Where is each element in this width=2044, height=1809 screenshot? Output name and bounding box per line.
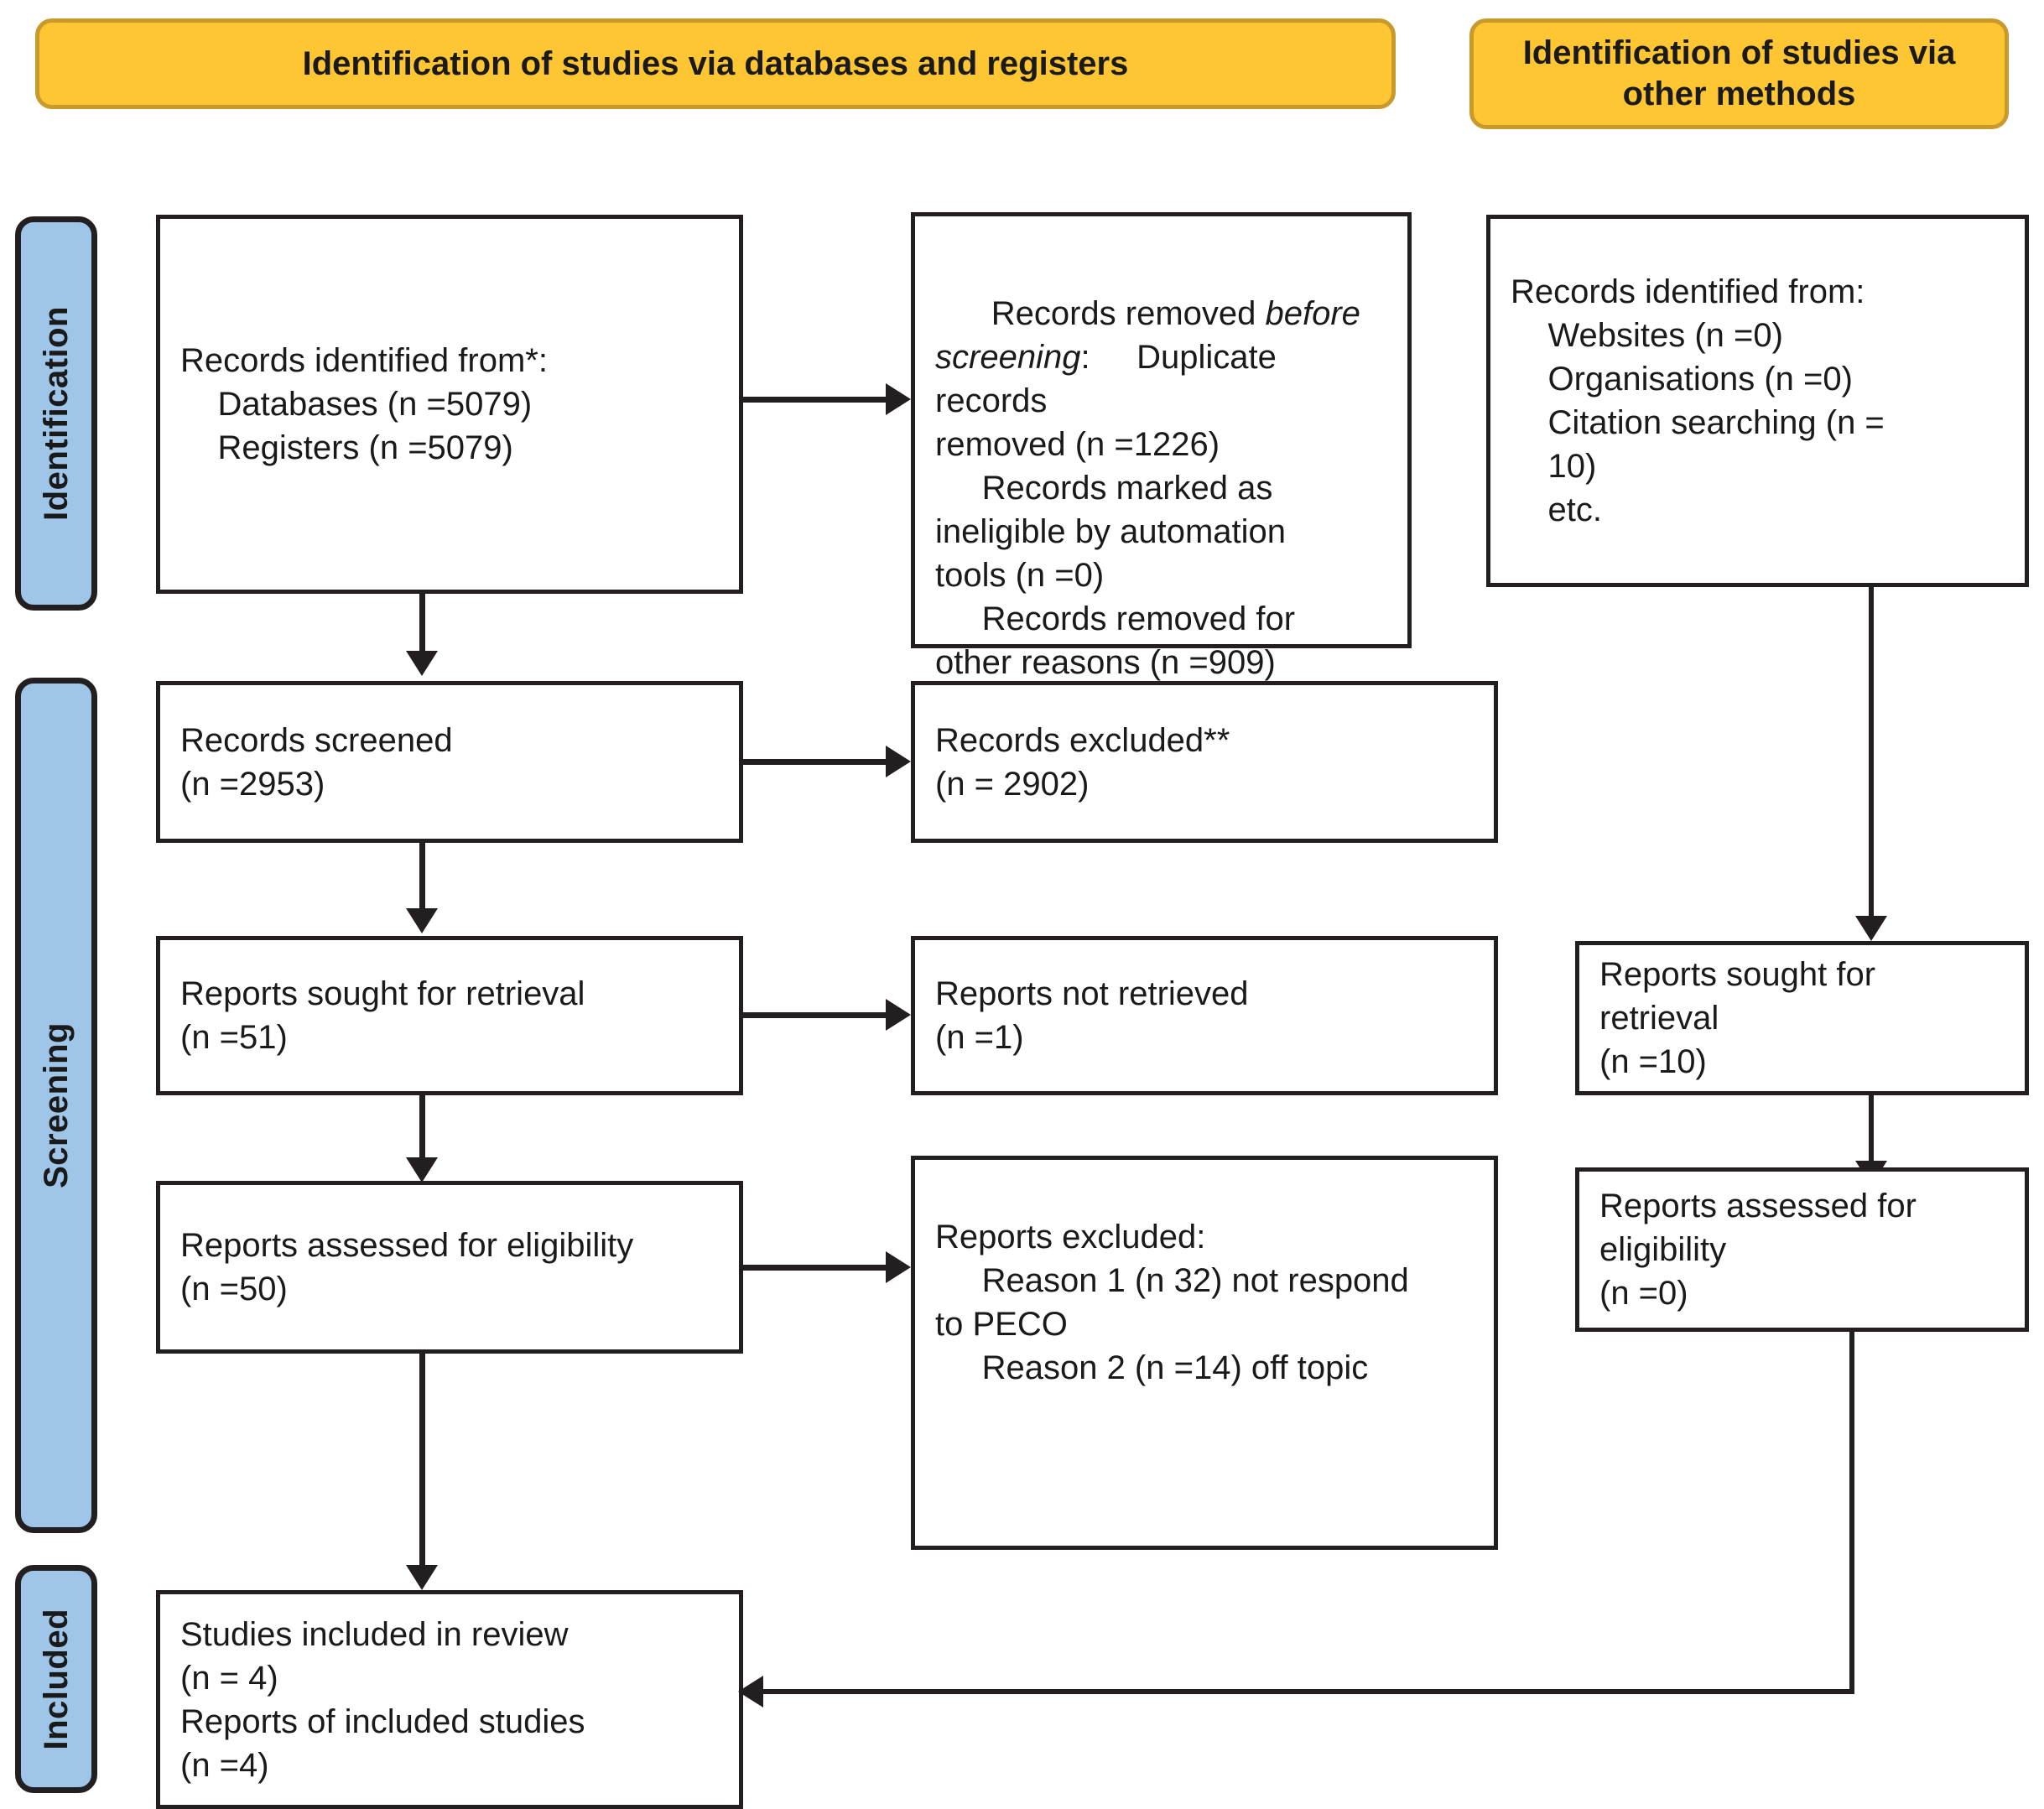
connector-sought-to-assessed-line — [419, 1095, 425, 1159]
connector-assessed-to-included-arrowhead — [406, 1565, 438, 1590]
stage-band-identification: Identification — [15, 216, 97, 611]
box-reports-assessed-text: Reports assessed for eligibility (n =50) — [180, 1227, 634, 1307]
connector-identified-to-removed-arrowhead — [886, 383, 911, 415]
box-records-screened: Records screened (n =2953) — [156, 681, 743, 843]
connector-identified-to-screened-line — [419, 594, 425, 652]
connector-other-assessed-to-included-vertical — [1849, 1332, 1854, 1694]
stage-band-screening-label: Screening — [37, 1022, 75, 1188]
box-records-screened-text: Records screened (n =2953) — [180, 721, 453, 803]
box-records-excluded-text: Records excluded** (n = 2902) — [935, 721, 1230, 803]
box-records-removed-title-post: : — [1080, 339, 1090, 376]
box-reports-not-retrieved: Reports not retrieved (n =1) — [911, 936, 1498, 1095]
connector-screened-to-excluded-line — [743, 759, 887, 765]
connector-screened-to-excluded-arrowhead — [886, 746, 911, 777]
connector-assessed-to-excluded-line — [743, 1265, 887, 1271]
connector-identified-to-removed-line — [743, 397, 887, 403]
box-reports-assessed-other: Reports assessed for eligibility (n =0) — [1575, 1167, 2029, 1332]
stage-band-included-label: Included — [37, 1608, 75, 1750]
box-reports-sought-other: Reports sought for retrieval (n =10) — [1575, 941, 2029, 1095]
stage-band-identification-label: Identification — [37, 306, 75, 521]
banner-other-methods-label: Identification of studies via other meth… — [1522, 34, 1956, 112]
box-reports-excluded: Reports excluded: Reason 1 (n 32) not re… — [911, 1156, 1498, 1550]
banner-databases-registers-label: Identification of studies via databases … — [302, 44, 1129, 82]
box-studies-included-text: Studies included in review (n = 4) Repor… — [180, 1615, 585, 1784]
box-reports-sought-text: Reports sought for retrieval (n =51) — [180, 975, 585, 1056]
connector-assessed-to-included-line — [419, 1354, 425, 1568]
connector-screened-to-sought-line — [419, 843, 425, 910]
box-records-removed-title-italic: before screening — [935, 295, 1360, 376]
connector-sought-to-assessed-arrowhead — [406, 1157, 438, 1183]
connector-other-identified-to-sought-line — [1869, 587, 1874, 919]
connector-other-sought-to-assessed-line — [1869, 1095, 1874, 1162]
box-records-identified-other-text: Records identified from: Websites (n =0)… — [1511, 273, 1885, 528]
banner-databases-registers: Identification of studies via databases … — [35, 18, 1396, 109]
connector-other-assessed-to-included-arrowhead — [738, 1676, 763, 1708]
connector-sought-to-not-retrieved-line — [743, 1012, 887, 1018]
box-records-identified: Records identified from*: Databases (n =… — [156, 215, 743, 594]
connector-identified-to-screened-arrowhead — [406, 651, 438, 676]
box-records-removed-title-pre: Records removed — [991, 295, 1266, 332]
box-records-removed: Records removed before screening: Duplic… — [911, 212, 1412, 681]
connector-assessed-to-excluded-arrowhead — [886, 1251, 911, 1283]
box-reports-assessed: Reports assessed for eligibility (n =50) — [156, 1181, 743, 1354]
box-reports-sought-other-text: Reports sought for retrieval (n =10) — [1599, 956, 1876, 1080]
box-records-excluded: Records excluded** (n = 2902) — [911, 681, 1498, 843]
box-records-removed-text: Records removed before screening: Duplic… — [935, 248, 1387, 728]
connector-other-identified-to-sought-arrowhead — [1855, 916, 1887, 941]
box-reports-sought: Reports sought for retrieval (n =51) — [156, 936, 743, 1095]
box-studies-included: Studies included in review (n = 4) Repor… — [156, 1590, 743, 1809]
box-records-identified-other: Records identified from: Websites (n =0)… — [1486, 215, 2029, 587]
box-reports-not-retrieved-text: Reports not retrieved (n =1) — [935, 975, 1249, 1056]
box-records-removed-body: Duplicate records removed (n =1226) Reco… — [935, 339, 1296, 681]
stage-band-screening: Screening — [15, 678, 97, 1533]
banner-other-methods: Identification of studies via other meth… — [1469, 18, 2009, 129]
box-records-identified-text: Records identified from*: Databases (n =… — [180, 342, 548, 466]
box-reports-excluded-text: Reports excluded: Reason 1 (n 32) not re… — [935, 1219, 1409, 1386]
connector-sought-to-not-retrieved-arrowhead — [886, 999, 911, 1031]
stage-band-included: Included — [15, 1565, 97, 1793]
box-reports-assessed-other-text: Reports assessed for eligibility (n =0) — [1599, 1188, 1917, 1312]
connector-screened-to-sought-arrowhead — [406, 908, 438, 933]
connector-other-assessed-to-included-horizontal — [763, 1689, 1852, 1694]
